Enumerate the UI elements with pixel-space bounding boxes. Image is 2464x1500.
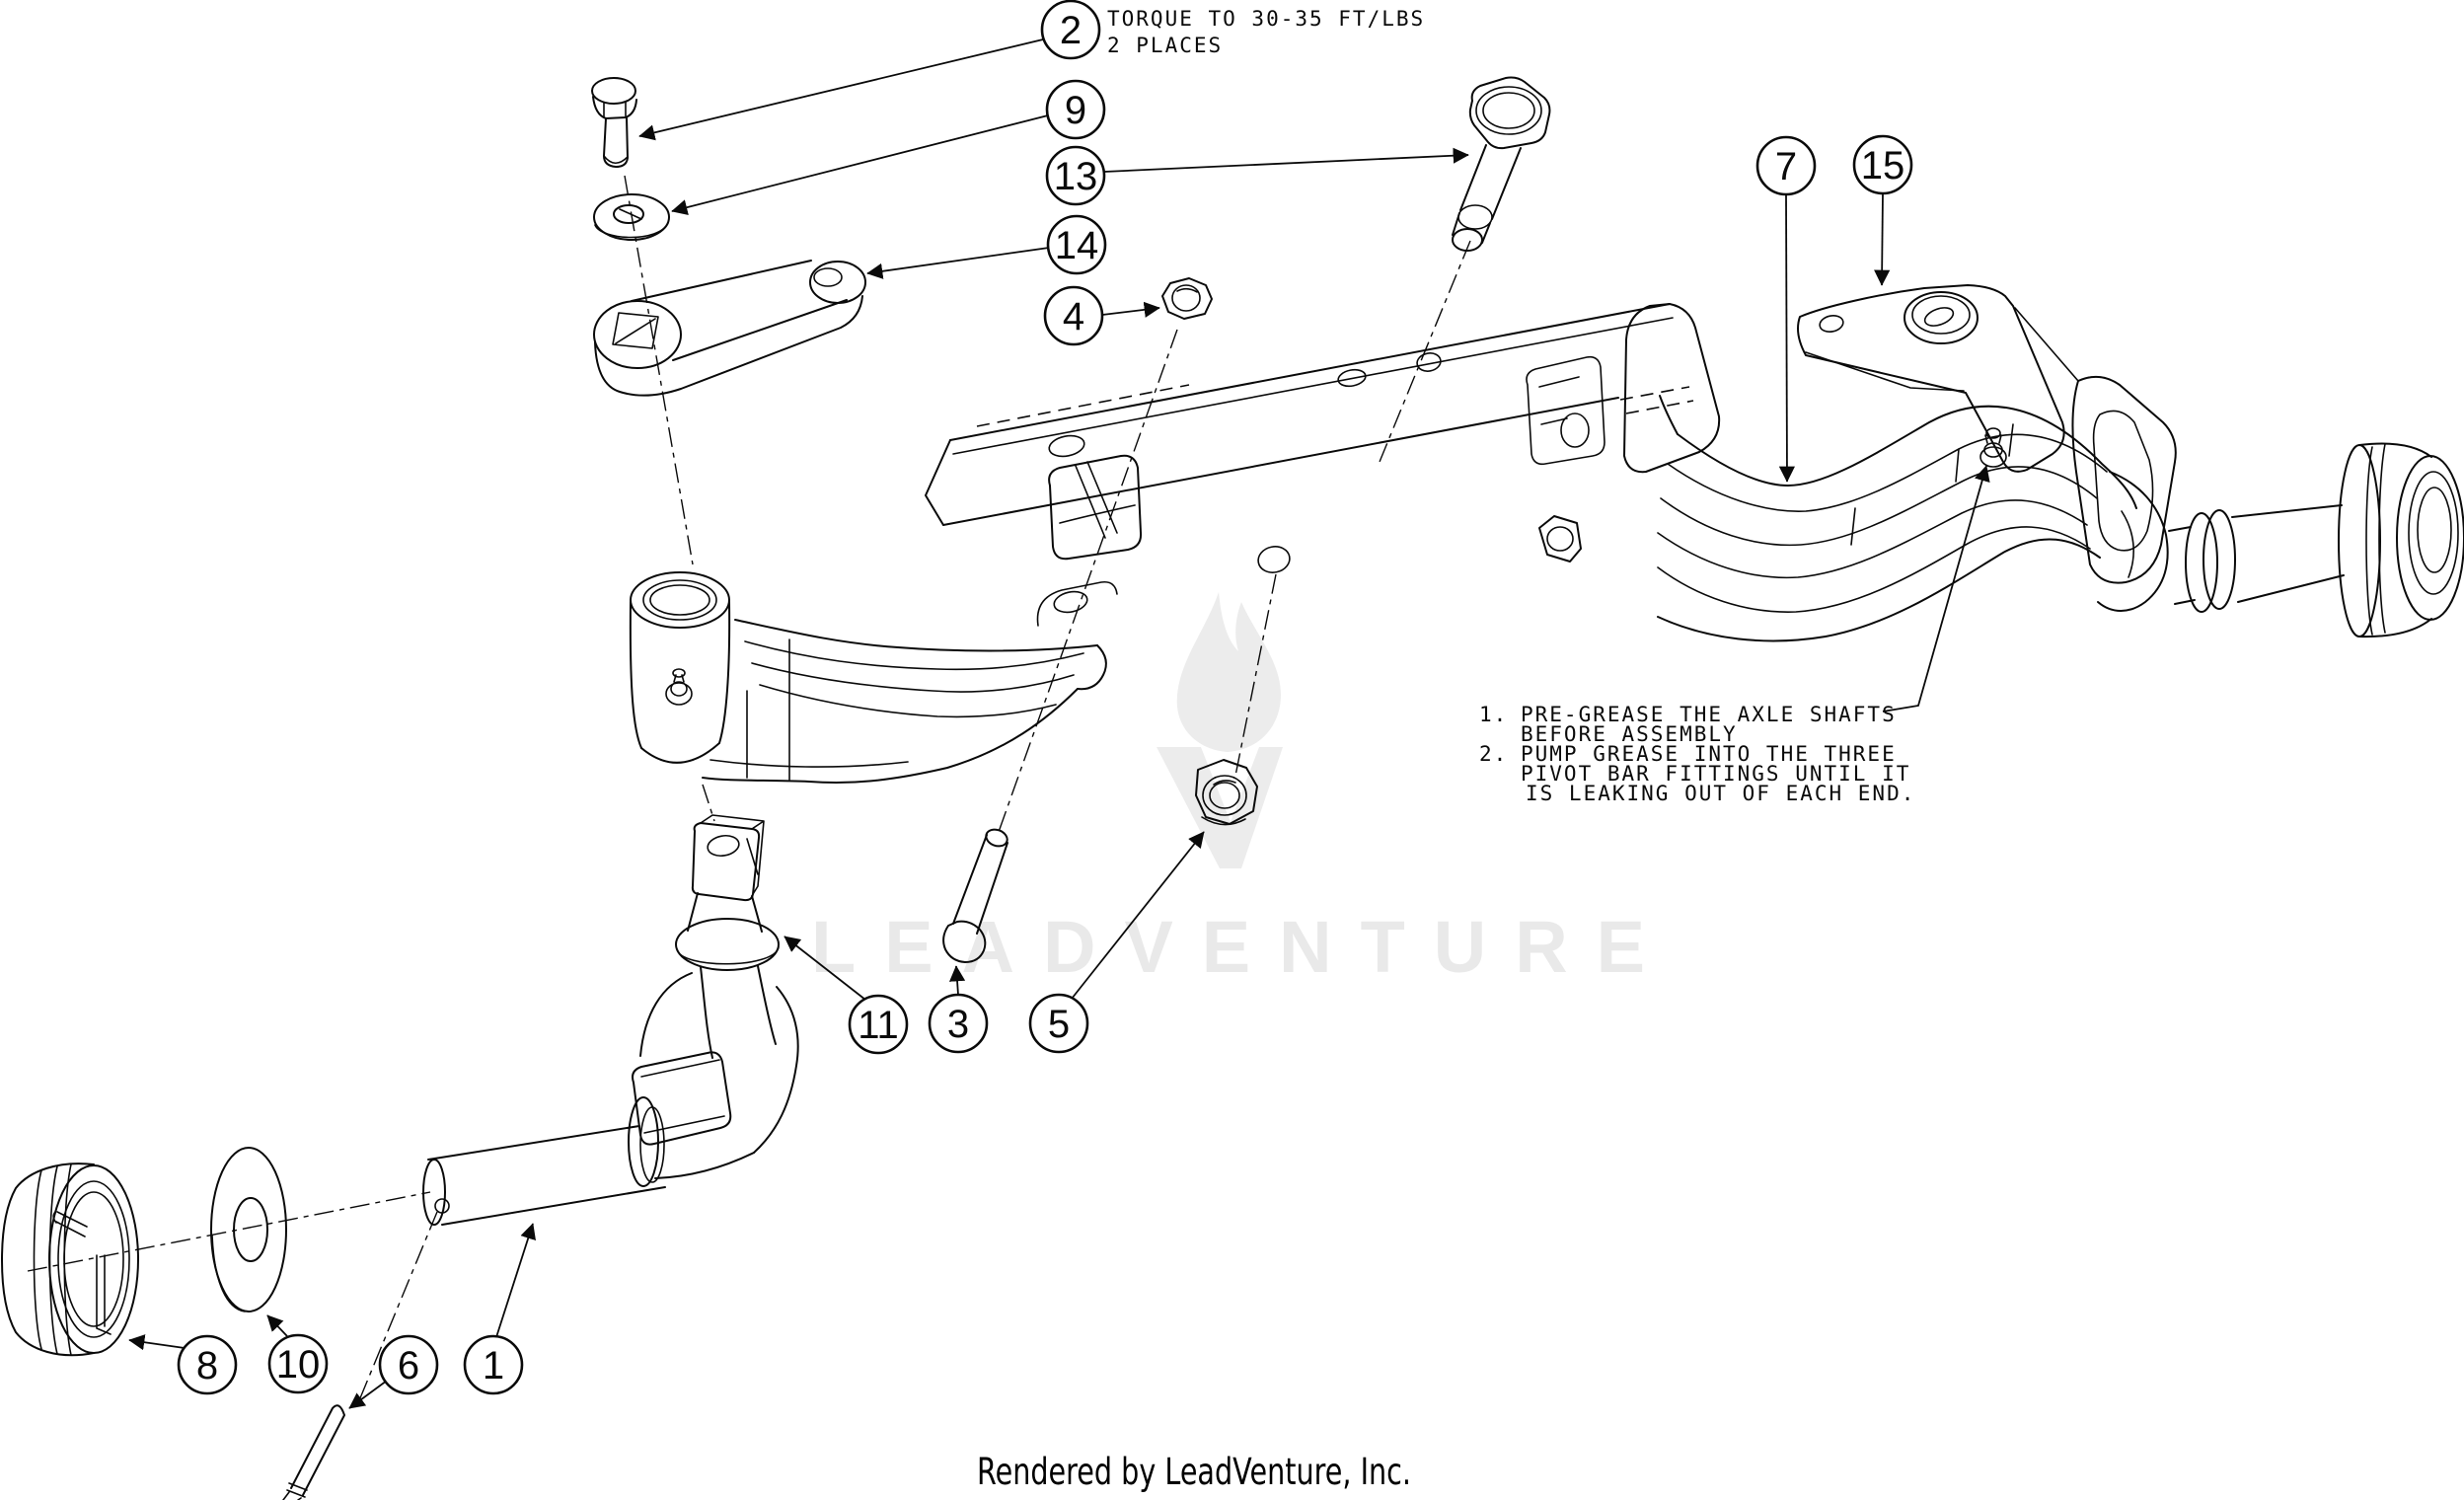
callout-label: 15 xyxy=(1861,144,1905,188)
torque-note-line-1: TORQUE TO 30-35 FT/LBS xyxy=(1107,7,1425,31)
callout-5[interactable]: 5 xyxy=(1028,993,1089,1054)
callout-leaders xyxy=(128,38,1891,1409)
pin-hole xyxy=(434,1198,450,1214)
callout-3[interactable]: 3 xyxy=(928,993,989,1054)
cam-link-arm xyxy=(593,260,866,397)
hex-bolt-long xyxy=(942,828,1008,963)
watermark-text: LEADVENTURE xyxy=(811,906,1674,988)
callout-circle[interactable] xyxy=(1040,0,1101,60)
axle-shaft-left xyxy=(422,1125,666,1226)
assembly-notes: 1. PRE-GREASE THE AXLE SHAFTS BEFORE ASS… xyxy=(1479,703,1915,805)
hex-lock-nut xyxy=(1195,759,1258,826)
callout-label: 6 xyxy=(398,1344,419,1388)
callout-circle[interactable] xyxy=(378,1334,439,1395)
axle-shaft-right xyxy=(2168,504,2345,613)
callout-circle[interactable] xyxy=(1045,145,1106,206)
callout-11[interactable]: 11 xyxy=(848,994,909,1055)
callout-circle[interactable] xyxy=(928,993,989,1054)
washer-large xyxy=(210,1147,287,1312)
callout-circle[interactable] xyxy=(177,1334,238,1395)
note-text: BEFORE ASSEMBLY xyxy=(1521,722,1738,746)
grease-fitting-right-icon xyxy=(1979,427,2007,468)
callout-label: 2 xyxy=(1060,9,1082,52)
pivot-arm-right xyxy=(1657,395,2169,642)
note-text: PUMP GREASE INTO THE THREE xyxy=(1521,742,1897,766)
note-leader-line xyxy=(1882,465,1990,712)
callout-15[interactable]: 15 xyxy=(1852,134,1913,195)
callout-label: 9 xyxy=(1065,89,1086,132)
callout-14[interactable]: 14 xyxy=(1046,214,1107,275)
callout-circle[interactable] xyxy=(1755,135,1817,196)
callout-circle[interactable] xyxy=(1852,134,1913,195)
callout-13[interactable]: 13 xyxy=(1045,145,1106,206)
callout-circle[interactable] xyxy=(1028,993,1089,1054)
hub-cap xyxy=(1,1162,139,1357)
cotter-pin xyxy=(282,1404,345,1500)
hex-nut-small xyxy=(1161,277,1213,320)
callout-6[interactable]: 6 xyxy=(378,1334,439,1395)
callout-7[interactable]: 7 xyxy=(1755,135,1817,196)
note-text: PRE-GREASE THE AXLE SHAFTS xyxy=(1521,703,1897,726)
callout-label: 14 xyxy=(1055,224,1099,267)
callout-label: 11 xyxy=(858,1004,899,1047)
callout-1[interactable]: 1 xyxy=(463,1334,524,1395)
torque-note-line-2: 2 PLACES xyxy=(1107,34,1223,57)
frame-channel xyxy=(925,303,1721,573)
note-text: IS LEAKING OUT OF EACH END. xyxy=(1526,782,1915,805)
callout-label: 8 xyxy=(196,1344,218,1388)
spindle xyxy=(675,814,780,1059)
callout-9[interactable]: 9 xyxy=(1045,79,1106,140)
leadventure-flame-logo-watermark xyxy=(1157,592,1283,868)
callout-circle[interactable] xyxy=(848,994,909,1055)
wheel-hub-right xyxy=(2338,442,2464,638)
callout-circle[interactable] xyxy=(267,1333,329,1394)
callout-2[interactable]: 2 xyxy=(1040,0,1101,60)
shoulder-bolt xyxy=(1452,76,1551,252)
callout-label: 7 xyxy=(1775,145,1797,188)
callout-circle[interactable] xyxy=(1045,79,1106,140)
callout-circle[interactable] xyxy=(1046,214,1107,275)
bracket-plate xyxy=(1797,284,2177,584)
torque-note: TORQUE TO 30-35 FT/LBS 2 PLACES xyxy=(1107,7,1425,57)
callout-label: 5 xyxy=(1048,1003,1070,1046)
callout-10[interactable]: 10 xyxy=(267,1333,329,1394)
callout-label: 1 xyxy=(483,1344,504,1388)
note-num: 2. xyxy=(1479,742,1508,766)
centerlines xyxy=(27,175,1471,1406)
pivot-arm-left xyxy=(629,571,1118,785)
hex-bolt-small xyxy=(591,77,637,168)
flame-icon xyxy=(1176,592,1281,752)
note-text: PIVOT BAR FITTINGS UNTIL IT xyxy=(1521,762,1910,786)
washer-small xyxy=(593,193,670,241)
callout-label: 13 xyxy=(1054,155,1098,198)
callout-circle[interactable] xyxy=(463,1334,524,1395)
callout-label: 3 xyxy=(947,1003,969,1046)
callout-8[interactable]: 8 xyxy=(177,1334,238,1395)
callout-4[interactable]: 4 xyxy=(1043,285,1104,346)
grease-fitting-left-icon xyxy=(665,668,693,706)
callout-circle[interactable] xyxy=(1043,285,1104,346)
callout-label: 10 xyxy=(276,1343,321,1387)
note-num: 1. xyxy=(1479,703,1508,726)
callout-label: 4 xyxy=(1063,295,1084,338)
axle-elbow-left xyxy=(628,972,799,1187)
rendered-by-footer: Rendered by LeadVenture, Inc. xyxy=(977,1451,1411,1493)
